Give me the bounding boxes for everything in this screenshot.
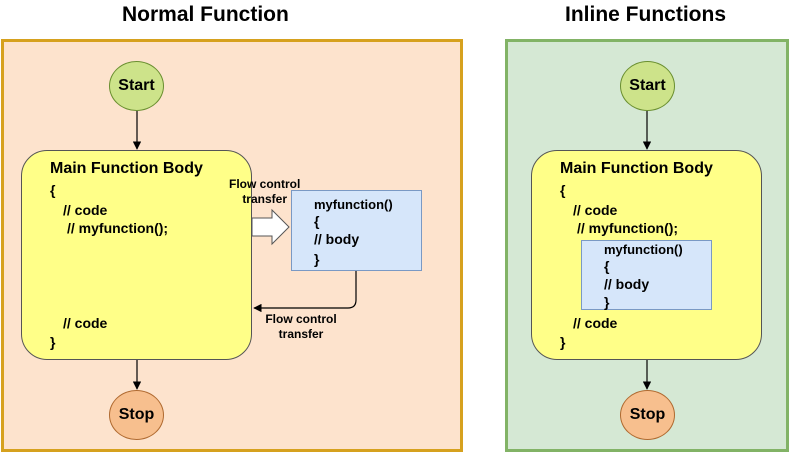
return-label-line1: Flow control [265, 312, 337, 326]
fn-body-normal: // body [314, 231, 360, 247]
normal-function-title: Normal Function [122, 3, 289, 26]
close-brace-inline: } [560, 334, 566, 350]
fn-close-brace-normal: } [314, 251, 320, 267]
fn-close-brace-inline: } [604, 294, 610, 310]
transfer-label-back-to-main: Flow control transfer [258, 312, 344, 342]
open-brace-inline: { [560, 182, 566, 198]
call-line-normal: // myfunction(); [67, 220, 169, 236]
start-node-normal: Start [109, 61, 164, 111]
fn-open-brace-normal: { [314, 213, 320, 229]
inline-functions-title: Inline Functions [565, 3, 726, 26]
myfunction-box-normal [291, 190, 422, 271]
stop-node-normal: Stop [109, 390, 164, 440]
open-brace-normal: { [50, 182, 56, 198]
main-body-title-inline: Main Function Body [560, 160, 713, 177]
code-line-1-normal: // code [63, 202, 108, 218]
fn-name-normal: myfunction() [314, 197, 393, 212]
start-label: Start [629, 77, 666, 94]
transfer-label-line2: transfer [242, 192, 287, 206]
return-label-line2: transfer [278, 327, 324, 341]
stop-label: Stop [118, 406, 155, 423]
transfer-label-to-function: Flow control transfer [229, 177, 300, 207]
code-line-1-inline: // code [573, 202, 618, 218]
fn-body-inline: // body [604, 276, 650, 292]
code-line-2-inline: // code [573, 315, 618, 331]
fn-name-inline: myfunction() [604, 242, 683, 257]
main-body-title-normal: Main Function Body [50, 160, 203, 177]
main-function-body-normal [21, 150, 252, 360]
close-brace-normal: } [50, 334, 56, 350]
fn-open-brace-inline: { [604, 258, 610, 274]
transfer-label-line1: Flow control [229, 177, 301, 191]
block-arrow-transfer-to-function [251, 208, 290, 246]
code-line-2-normal: // code [63, 315, 108, 331]
start-label: Start [118, 77, 155, 94]
stop-node-inline: Stop [620, 390, 675, 440]
call-line-inline: // myfunction(); [577, 220, 679, 236]
stop-label: Stop [629, 406, 666, 423]
start-node-inline: Start [620, 61, 675, 111]
arrow-return-to-main [253, 271, 357, 313]
myfunction-box-inline [581, 240, 712, 310]
